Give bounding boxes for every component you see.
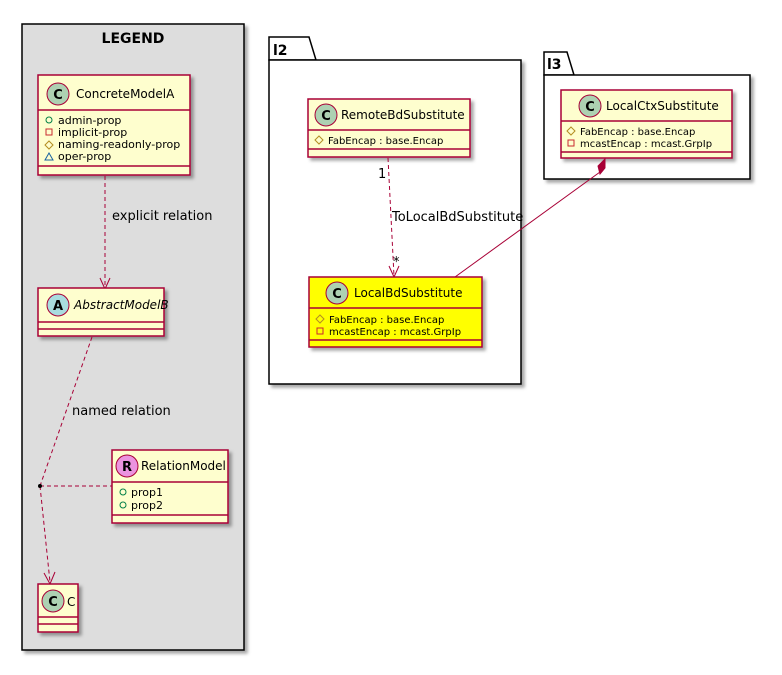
class-name: C: [67, 595, 75, 609]
multiplicity-source: 1: [378, 167, 386, 182]
private-icon: [567, 139, 575, 147]
prop-oper: oper-prop: [58, 150, 111, 163]
svg-text:C: C: [321, 109, 331, 124]
class-name: RelationModel: [141, 459, 226, 473]
class-local-bd-substitute[interactable]: C LocalBdSubstitute FabEncap : base.Enca…: [308, 276, 483, 348]
class-name: ConcreteModelA: [76, 87, 175, 101]
named-relation-label: named relation: [72, 404, 171, 419]
legend-title: LEGEND: [102, 31, 165, 47]
svg-text:C: C: [332, 287, 342, 302]
package-l2-title: l2: [273, 43, 288, 59]
legend-panel: LEGEND C ConcreteModelA admin-prop impli…: [21, 23, 245, 651]
relation-stereotype-icon: [115, 454, 139, 478]
prop-admin: admin-prop: [58, 114, 121, 127]
named-relation-edge: named relation: [38, 336, 171, 586]
class-name: LocalCtxSubstitute: [606, 99, 719, 113]
protected-icon: [44, 140, 54, 150]
private-icon: [316, 327, 324, 335]
prop-1: prop1: [131, 486, 163, 499]
class-c[interactable]: C C: [37, 583, 79, 633]
class-local-ctx-substitute[interactable]: C LocalCtxSubstitute FabEncap : base.Enc…: [560, 89, 733, 159]
class-name: LocalBdSubstitute: [354, 286, 462, 300]
class-name: RemoteBdSubstitute: [341, 108, 465, 122]
class-name: AbstractModelB: [73, 298, 169, 312]
svg-text:C: C: [53, 88, 63, 103]
prop-implicit: implicit-prop: [58, 126, 127, 139]
prop-mcastencap: mcastEncap : mcast.GrpIp: [329, 327, 461, 338]
private-icon: [45, 128, 53, 136]
prop-mcastencap: mcastEncap : mcast.GrpIp: [580, 139, 712, 150]
class-stereotype-icon: [41, 589, 65, 613]
protected-icon: [566, 126, 576, 136]
package-l3-title: l3: [547, 57, 562, 73]
multiplicity-target: *: [393, 255, 400, 270]
public-icon: [45, 116, 53, 124]
package-icon: [44, 151, 54, 161]
svg-text:A: A: [53, 299, 63, 314]
protected-icon: [315, 314, 325, 324]
class-abstract-model-b[interactable]: A AbstractModelB: [37, 287, 169, 337]
composition-edge: [454, 157, 606, 278]
prop-fabencap: FabEncap : base.Encap: [580, 127, 695, 138]
class-stereotype-icon: [314, 103, 338, 127]
svg-text:C: C: [585, 100, 595, 115]
class-remote-bd-substitute[interactable]: C RemoteBdSubstitute FabEncap : base.Enc…: [307, 98, 471, 158]
composition-diamond-icon: [597, 157, 606, 176]
class-stereotype-icon: [325, 281, 349, 305]
prop-naming-readonly: naming-readonly-prop: [58, 138, 180, 151]
class-stereotype-icon: [578, 94, 602, 118]
public-icon: [119, 488, 127, 496]
class-concrete-model-a[interactable]: C ConcreteModelA admin-prop implicit-pro…: [37, 74, 191, 176]
prop-fabencap: FabEncap : base.Encap: [328, 136, 443, 147]
abstract-stereotype-icon: [46, 293, 70, 317]
public-icon: [119, 501, 127, 509]
explicit-relation-label: explicit relation: [112, 209, 212, 224]
class-relation-model[interactable]: R RelationModel prop1 prop2: [111, 449, 229, 524]
prop-fabencap: FabEncap : base.Encap: [329, 315, 444, 326]
protected-icon: [314, 135, 324, 145]
relation-label: ToLocalBdSubstitute: [391, 210, 523, 225]
package-l2: l2 C RemoteBdSubstitute FabEncap : base.…: [268, 36, 523, 385]
prop-2: prop2: [131, 499, 163, 512]
package-l3: l3 C LocalCtxSubstitute FabEncap : base.…: [543, 51, 751, 180]
svg-text:R: R: [122, 460, 132, 475]
class-stereotype-icon: [46, 82, 70, 106]
svg-text:C: C: [48, 595, 58, 610]
to-local-bd-substitute-edge: 1 ToLocalBdSubstitute *: [378, 157, 523, 279]
